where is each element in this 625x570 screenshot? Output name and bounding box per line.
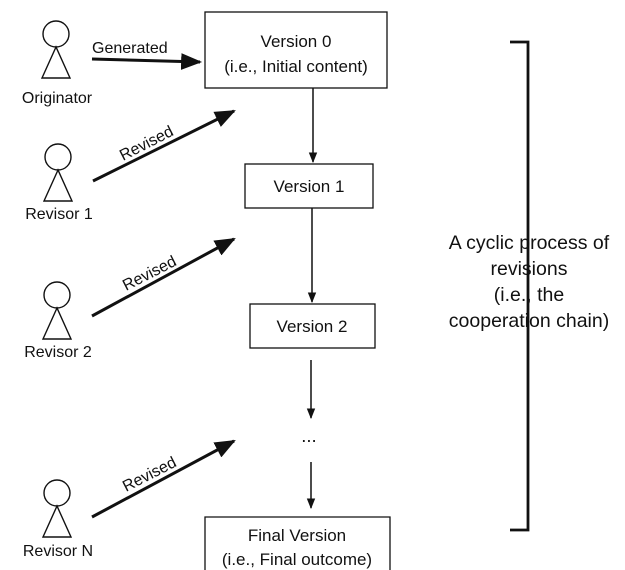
version-1-title: Version 1	[274, 177, 345, 196]
generated-arrow	[91, 53, 203, 70]
side-label-line-2: revisions	[491, 258, 568, 280]
side-label-line-4: cooperation chain)	[449, 310, 609, 332]
person-icon-originator	[40, 20, 72, 79]
side-label-line-1: A cyclic process of	[449, 232, 610, 254]
version-box-2: Version 2	[249, 303, 376, 349]
final-version-subtitle: (i.e., Final outcome)	[222, 550, 372, 569]
right-bracket	[510, 40, 530, 532]
final-version-title: Final Version	[248, 526, 346, 545]
side-label-line-3: (i.e., the	[494, 284, 564, 306]
version-box-1: Version 1	[244, 163, 374, 209]
revised-arrow-2	[91, 237, 236, 318]
revised-arrow-1	[92, 109, 236, 183]
cyclic-process-label: A cyclic process of revisions (i.e., the…	[449, 232, 610, 332]
person-icon-revisor-2	[41, 281, 73, 340]
actor-originator-name: Originator	[22, 90, 93, 107]
version-box-final: Final Version (i.e., Final outcome)	[204, 516, 391, 570]
version-2-title: Version 2	[277, 317, 348, 336]
actor-revisor-2-name: Revisor 2	[24, 344, 92, 361]
version-0-subtitle: (i.e., Initial content)	[224, 57, 368, 76]
version-0-title: Version 0	[261, 32, 332, 51]
revised-arrow-n	[91, 439, 236, 519]
actor-revisor-1-name: Revisor 1	[25, 206, 93, 223]
version-box-0: Version 0 (i.e., Initial content)	[204, 11, 388, 89]
ellipsis-label: ...	[301, 425, 316, 446]
actor-revisor-n-name: Revisor N	[23, 543, 93, 560]
person-icon-revisor-n	[41, 479, 73, 538]
person-icon-revisor-1	[42, 143, 74, 202]
generated-label: Generated	[92, 40, 168, 57]
